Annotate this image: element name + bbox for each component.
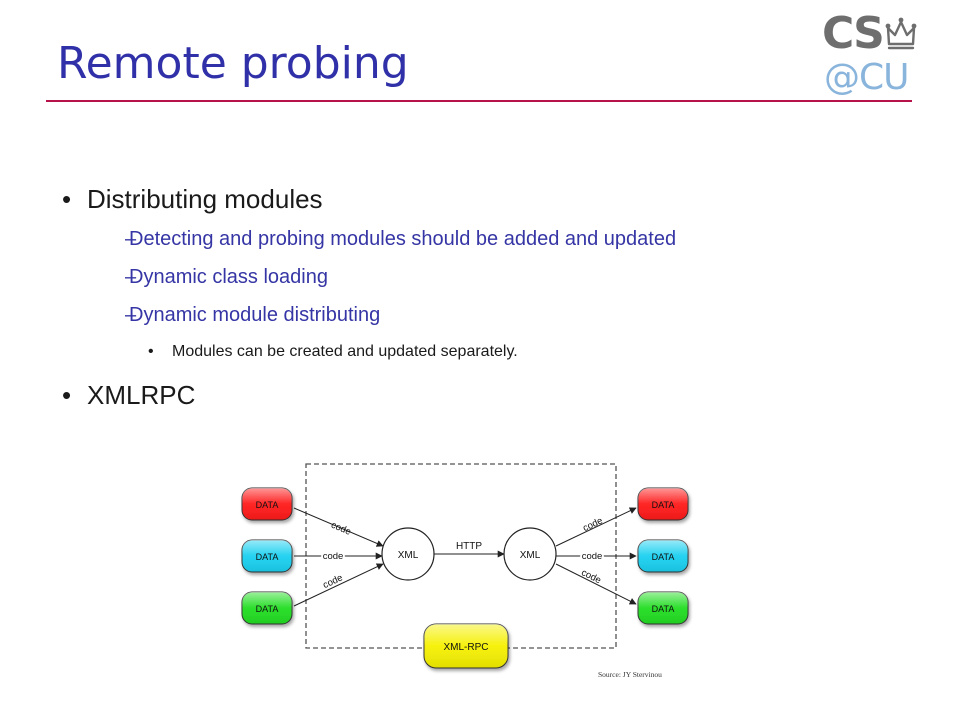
edge-label-left-bottom: code (321, 572, 344, 591)
crown-icon (885, 17, 917, 50)
edge-label-right-bottom: code (579, 567, 602, 586)
dash-glyph: – (125, 228, 137, 250)
logo-cu-text: @CU (824, 57, 909, 98)
xmlrpc-protocol-box (423, 623, 509, 669)
subbullet-text: Detecting and probing modules should be … (129, 228, 677, 250)
edge-label-left-top: code (329, 520, 352, 538)
right-data-node-cyan (637, 539, 689, 573)
xml-label-left: XML (398, 550, 419, 561)
right-data-label-cyan: DATA (652, 552, 675, 562)
edge-right-bottom (555, 563, 637, 605)
right-data-label-red: DATA (652, 500, 675, 510)
cs-cu-logo: CS @CU (822, 10, 920, 100)
right-data-group: DATA DATA DATA (637, 487, 689, 625)
bullet-text: XMLRPC (87, 380, 196, 410)
xmlrpc-protocol-label: XML-RPC (443, 642, 488, 653)
left-data-label-green: DATA (256, 604, 279, 614)
source-credit: Source: JY Stervinou (598, 670, 662, 679)
right-data-label-green: DATA (652, 604, 675, 614)
left-data-label-cyan: DATA (256, 552, 279, 562)
xml-label-right: XML (520, 550, 541, 561)
right-edges: code code code (555, 507, 637, 605)
left-data-node-green (241, 591, 293, 625)
left-data-node-cyan (241, 539, 293, 573)
right-data-node-green (637, 591, 689, 625)
bullet-glyph: • (62, 380, 72, 410)
left-data-label-red: DATA (256, 500, 279, 510)
subbullet-text: Dynamic class loading (129, 266, 328, 288)
xml-node-left: XML (381, 527, 435, 581)
left-data-group: DATA DATA DATA (241, 487, 293, 625)
edge-right-top (555, 507, 637, 547)
xmlrpc-diagram: DATA DATA DATA DATA DATA (241, 463, 689, 679)
logo-cs-text: CS (822, 8, 885, 59)
subsubbullet-text: Modules can be created and updated separ… (172, 343, 518, 360)
bullet-text: Distributing modules (87, 184, 323, 214)
edge-left-top (293, 507, 384, 547)
slide-title: Remote probing (57, 38, 409, 89)
left-edges: code code code (293, 507, 384, 607)
edge-label-left-mid: code (323, 551, 344, 562)
subbullet-text: Dynamic module distributing (129, 304, 381, 326)
edge-label-right-top: code (581, 515, 604, 534)
title-divider (46, 100, 912, 102)
edge-label-right-mid: code (582, 551, 603, 562)
dash-glyph: – (125, 266, 137, 288)
left-data-node-red (241, 487, 293, 521)
edge-left-bottom (293, 563, 384, 607)
bullet-glyph: • (148, 343, 154, 360)
right-data-node-red (637, 487, 689, 521)
http-label: HTTP (456, 541, 482, 552)
xml-node-right: XML (503, 527, 557, 581)
bullet-glyph: • (62, 184, 72, 214)
dash-glyph: – (125, 304, 137, 326)
